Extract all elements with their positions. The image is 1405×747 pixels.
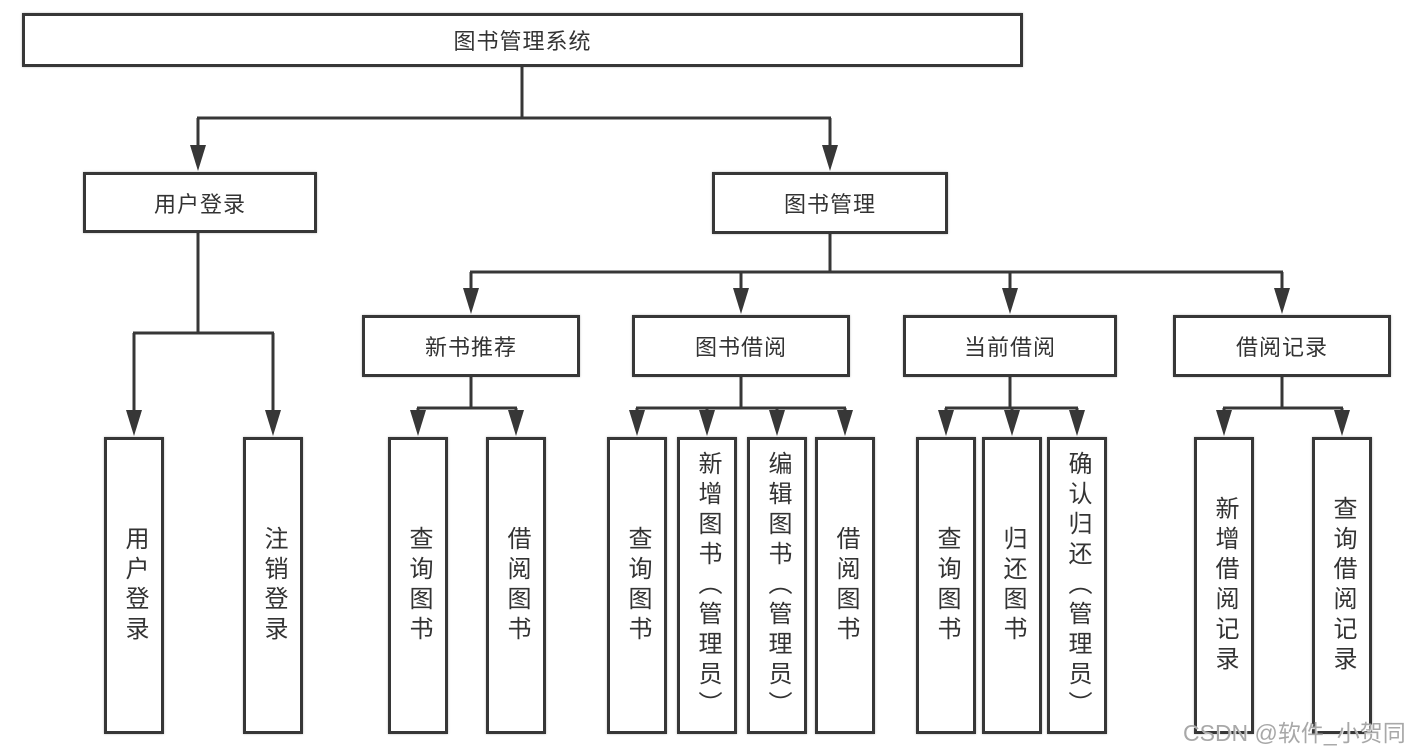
- node-book-borrow: 图书借阅: [632, 315, 850, 377]
- node-label: 查询图书: [405, 525, 432, 646]
- arrowhead-icon: [1216, 410, 1232, 436]
- node-leaf-edit-books-admin: 编辑图书（管理员）: [747, 437, 807, 734]
- arrowhead-icon: [733, 288, 749, 314]
- node-label: 用户登录: [153, 191, 246, 217]
- csdn-watermark: CSDN @软件_小贺同学: [1183, 720, 1405, 746]
- node-label: 查询图书: [624, 525, 651, 646]
- node-label: 确认归还（管理员）: [1064, 450, 1091, 721]
- node-label: 图书管理系统: [453, 29, 592, 54]
- arrowhead-icon: [126, 410, 142, 436]
- node-leaf-logout: 注销登录: [243, 437, 303, 734]
- arrowhead-icon: [1069, 410, 1085, 436]
- arrowhead-icon: [769, 410, 785, 436]
- connector-line: [132, 233, 275, 412]
- node-leaf-query-books-current: 查询图书: [916, 437, 976, 734]
- node-current-borrow: 当前借阅: [903, 315, 1117, 377]
- node-label: 注销登录: [260, 525, 287, 646]
- node-leaf-query-borrow-record: 查询借阅记录: [1312, 437, 1372, 734]
- node-library-system: 图书管理系统: [22, 13, 1023, 67]
- node-leaf-add-borrow-record: 新增借阅记录: [1194, 437, 1254, 734]
- arrowhead-icon: [822, 145, 838, 171]
- arrowhead-icon: [837, 410, 853, 436]
- connector-line: [635, 377, 847, 414]
- arrowhead-icon: [508, 410, 524, 436]
- arrowhead-icon: [410, 410, 426, 436]
- arrowhead-icon: [629, 410, 645, 436]
- node-book-management: 图书管理: [712, 172, 948, 234]
- arrowhead-icon: [938, 410, 954, 436]
- arrowhead-icon: [1274, 288, 1290, 314]
- node-leaf-return-books: 归还图书: [982, 437, 1042, 734]
- node-leaf-confirm-return-admin: 确认归还（管理员）: [1047, 437, 1107, 734]
- connector-book-mgmt-branch: [463, 234, 1290, 314]
- node-label: 新增借阅记录: [1211, 495, 1238, 676]
- node-label: 新增图书（管理员）: [694, 450, 721, 721]
- connector-line: [196, 67, 832, 148]
- node-leaf-borrow-books-recommend: 借阅图书: [486, 437, 546, 734]
- node-leaf-borrow-books: 借阅图书: [815, 437, 875, 734]
- node-label: 查询图书: [933, 525, 960, 646]
- node-leaf-query-books-recommend: 查询图书: [388, 437, 448, 734]
- connector-line: [416, 377, 518, 414]
- node-leaf-query-books-borrow: 查询图书: [607, 437, 667, 734]
- node-borrow-record: 借阅记录: [1173, 315, 1391, 377]
- node-new-book-recommend: 新书推荐: [362, 315, 580, 377]
- node-label: 当前借阅: [963, 335, 1056, 360]
- node-label: 借阅记录: [1235, 335, 1328, 360]
- connector-book-borrow-branch: [629, 377, 853, 436]
- node-label: 用户登录: [121, 525, 148, 646]
- node-leaf-add-books-admin: 新增图书（管理员）: [677, 437, 737, 734]
- arrowhead-icon: [1002, 288, 1018, 314]
- arrowhead-icon: [190, 145, 206, 171]
- arrowhead-icon: [1004, 410, 1020, 436]
- node-label: 查询借阅记录: [1329, 495, 1356, 676]
- node-label: 借阅图书: [832, 525, 859, 646]
- arrowhead-icon: [1334, 410, 1350, 436]
- connector-borrow-record-branch: [1216, 377, 1350, 436]
- arrowhead-icon: [265, 410, 281, 436]
- node-user-login: 用户登录: [83, 172, 317, 233]
- node-label: 图书管理: [783, 192, 876, 217]
- arrowhead-icon: [463, 288, 479, 314]
- arrowhead-icon: [699, 410, 715, 436]
- node-label: 图书借阅: [694, 335, 787, 360]
- connector-new-book-branch: [410, 377, 524, 436]
- connector-root-branch: [190, 67, 838, 171]
- connector-line: [1222, 377, 1344, 414]
- node-label: 归还图书: [999, 525, 1026, 646]
- node-leaf-user-login: 用户登录: [104, 437, 164, 734]
- node-label: 借阅图书: [503, 525, 530, 646]
- node-label: 新书推荐: [424, 335, 517, 360]
- connector-user-login-branch: [126, 233, 281, 436]
- node-label: 编辑图书（管理员）: [764, 450, 791, 721]
- connector-line: [944, 377, 1079, 414]
- connector-current-borrow-branch: [938, 377, 1085, 436]
- connector-line: [469, 234, 1284, 290]
